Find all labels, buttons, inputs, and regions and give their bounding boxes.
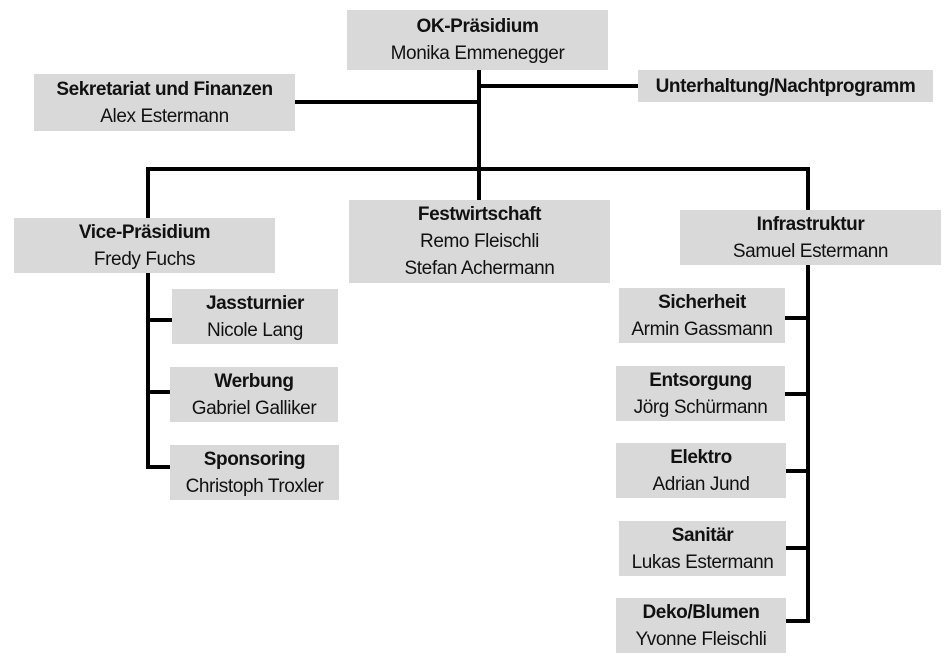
node-title: Sponsoring: [203, 448, 306, 470]
node-title: Sicherheit: [658, 291, 746, 313]
node-sekretariat-finanzen: Sekretariat und Finanzen Alex Estermann: [34, 74, 295, 131]
node-title: OK-Präsidium: [416, 16, 539, 37]
node-person: Monika Emmenegger: [390, 43, 565, 64]
node-infrastruktur: Infrastruktur Samuel Estermann: [680, 210, 941, 265]
node-person: Lukas Estermann: [631, 551, 774, 573]
node-entsorgung: Entsorgung Jörg Schürmann: [616, 366, 785, 421]
node-person: Nicole Lang: [207, 319, 303, 341]
node-title: Sekretariat und Finanzen: [56, 78, 273, 100]
node-title: Sanitär: [671, 524, 734, 546]
node-person: Samuel Estermann: [732, 240, 889, 262]
node-title: Infrastruktur: [756, 213, 865, 235]
node-person: Christoph Troxler: [185, 475, 324, 497]
node-vice-praesidium: Vice-Präsidium Fredy Fuchs: [14, 218, 275, 273]
node-person: Yvonne Fleischli: [635, 628, 767, 650]
node-title: Werbung: [214, 370, 294, 392]
node-ok-praesidium: OK-Präsidium Monika Emmenegger: [347, 10, 608, 70]
node-person: Jörg Schürmann: [633, 396, 768, 418]
node-person: Fredy Fuchs: [93, 248, 196, 270]
node-elektro: Elektro Adrian Jund: [616, 443, 786, 498]
node-title: Vice-Präsidium: [78, 221, 211, 243]
node-person: Adrian Jund: [652, 473, 750, 495]
node-sicherheit: Sicherheit Armin Gassmann: [619, 288, 785, 343]
node-werbung: Werbung Gabriel Galliker: [170, 367, 338, 422]
node-title: Festwirtschaft: [417, 204, 542, 225]
node-sanitaer: Sanitär Lukas Estermann: [619, 521, 786, 576]
node-person: Remo Fleischli: [420, 231, 539, 252]
node-person: Armin Gassmann: [631, 318, 773, 340]
node-jassturnier: Jassturnier Nicole Lang: [172, 289, 338, 344]
node-person: Alex Estermann: [100, 105, 229, 127]
node-title: Entsorgung: [649, 369, 752, 391]
node-unterhaltung-nachtprogramm: Unterhaltung/Nachtprogramm: [638, 70, 933, 102]
node-person: Gabriel Galliker: [191, 397, 317, 419]
node-festwirtschaft: Festwirtschaft Remo Fleischli Stefan Ach…: [349, 200, 610, 283]
node-title: Unterhaltung/Nachtprogramm: [655, 75, 916, 97]
node-title: Elektro: [670, 446, 732, 468]
node-deko-blumen: Deko/Blumen Yvonne Fleischli: [616, 598, 786, 653]
node-title: Jassturnier: [205, 292, 305, 314]
node-person: Stefan Achermann: [404, 258, 555, 279]
node-sponsoring: Sponsoring Christoph Troxler: [170, 445, 339, 500]
node-title: Deko/Blumen: [642, 601, 760, 623]
